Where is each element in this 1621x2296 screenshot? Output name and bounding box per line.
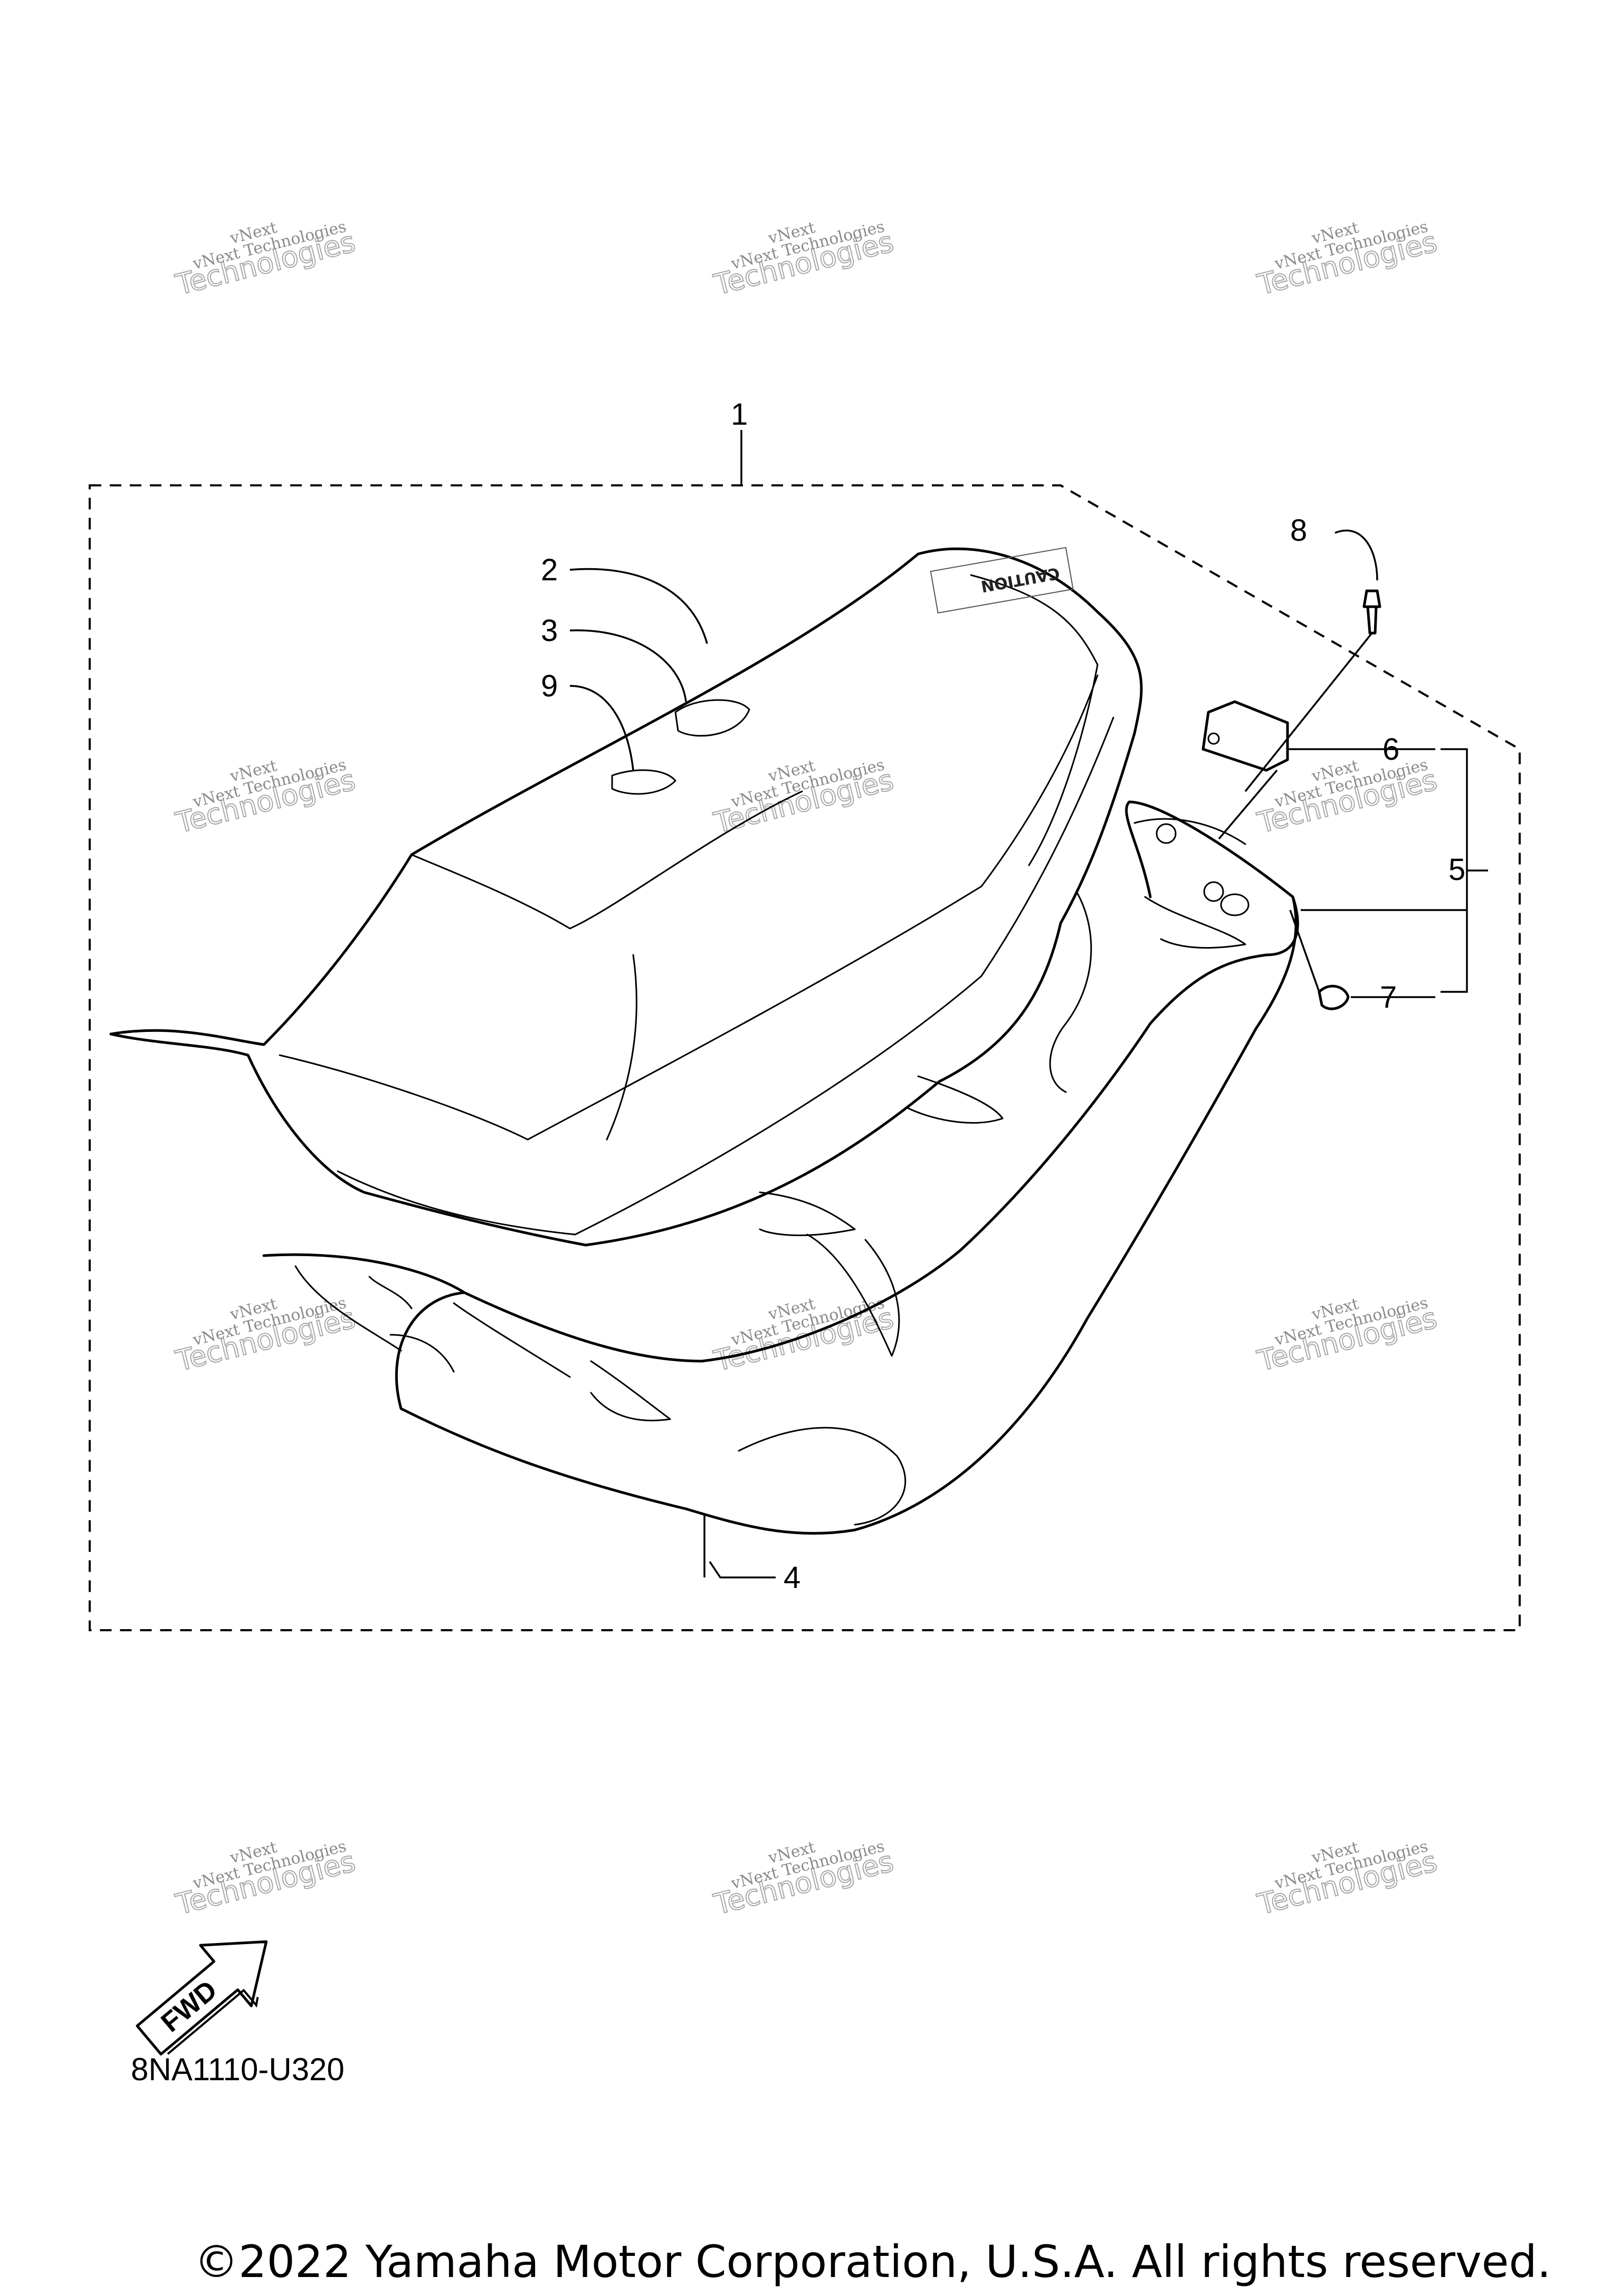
fwd-arrow: FWD (136, 1940, 268, 2056)
caution-label: CAUTION (930, 547, 1074, 614)
watermark: vNext Technologies vNext Technologies (1254, 1837, 1441, 1922)
callout-8: 8 (1290, 513, 1307, 548)
watermark: vNext Technologies vNext Technologies (172, 217, 359, 302)
callout-3: 3 (541, 614, 558, 648)
watermark: vNext Technologies vNext Technologies (1254, 1294, 1441, 1379)
latch-nut-7 (1318, 984, 1350, 1010)
seat-base-rail (738, 1427, 907, 1526)
watermark: vNext Technologies vNext Technologies (710, 217, 898, 302)
seat-ridge (411, 790, 803, 930)
svg-text:CAUTION: CAUTION (979, 563, 1061, 596)
seat-base-outline (262, 800, 1299, 1535)
latch-bracket (1202, 700, 1289, 772)
leader-3 (569, 629, 687, 702)
seat-base-rail (759, 1191, 856, 1237)
leader-6b (1218, 769, 1278, 840)
seat-base-rail (294, 1265, 571, 1378)
seat-assembly: CAUTION (109, 547, 1299, 1535)
watermark: vNext Technologies vNext Technologies (710, 755, 898, 840)
base-bolt (1156, 823, 1177, 844)
latch-parts (1202, 589, 1381, 1010)
seat-patch-9 (611, 769, 676, 795)
watermark: vNext Technologies vNext Technologies (1254, 217, 1441, 302)
base-grommet (1220, 893, 1250, 916)
leader-2 (569, 568, 708, 644)
watermark: vNext Technologies vNext Technologies (172, 1837, 359, 1922)
seat-ridge (606, 954, 637, 1141)
leader-8b (1244, 632, 1373, 792)
assembly-boundary (89, 484, 1521, 1631)
callout-9: 9 (541, 669, 558, 703)
leader-lines (569, 430, 1488, 1578)
latch-bracket-hole (1207, 732, 1220, 745)
seat-base-rail (590, 1360, 671, 1421)
callout-labels: 1 2 3 4 5 6 7 8 9 (541, 397, 1465, 1595)
seat-ridge (337, 716, 1114, 1236)
watermark: vNext Technologies vNext Technologies (172, 755, 359, 840)
watermark: vNext Technologies vNext Technologies (172, 1294, 359, 1379)
latch-bolt-8 (1362, 589, 1381, 635)
leader-5-bracket (1441, 748, 1488, 993)
seat-base-rail (1049, 891, 1092, 1093)
callout-7: 7 (1380, 980, 1397, 1015)
seat-ridge (279, 674, 1099, 1141)
seat-base-rail (1144, 896, 1246, 949)
callout-1: 1 (731, 397, 748, 432)
leader-7b (1289, 910, 1320, 992)
base-bolt (1203, 881, 1224, 902)
watermark: vNext Technologies vNext Technologies (1254, 755, 1441, 840)
seat-base-rail (907, 1075, 1004, 1124)
leader-8 (1334, 529, 1378, 581)
watermark-layer: vNext Technologies vNext Technologies vN… (172, 217, 1441, 1922)
callout-2: 2 (541, 553, 558, 587)
callout-5: 5 (1448, 853, 1465, 887)
copyright-notice: ©2022 Yamaha Motor Corporation, U.S.A. A… (194, 2236, 1551, 2288)
seat-patch-3 (674, 699, 750, 737)
callout-4: 4 (784, 1561, 800, 1595)
seat-base-rail (368, 1276, 455, 1373)
seat-ridge (970, 574, 1099, 866)
leader-4 (703, 1514, 776, 1578)
callout-6: 6 (1382, 732, 1399, 767)
leader-9 (569, 685, 634, 771)
watermark: vNext Technologies vNext Technologies (710, 1294, 898, 1379)
seat-base-rail (806, 1233, 900, 1357)
seat-base-rail (1133, 818, 1246, 845)
diagram-code: 8NA1110-U320 (131, 2052, 345, 2087)
watermark: vNext Technologies vNext Technologies (710, 1837, 898, 1922)
